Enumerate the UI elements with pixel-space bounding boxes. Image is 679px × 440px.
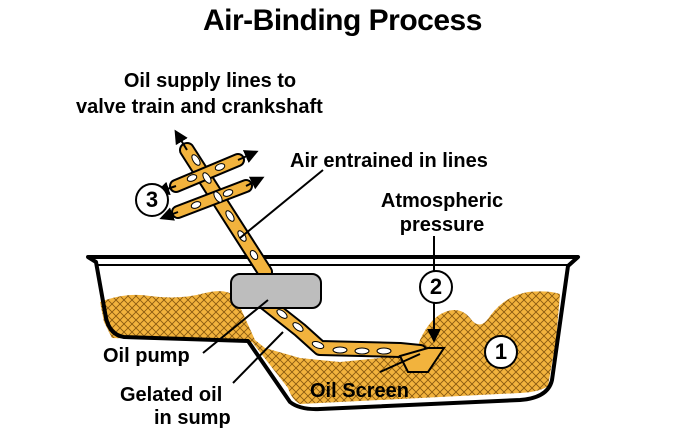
callout-3: 3	[135, 183, 169, 217]
diagram-title: Air-Binding Process	[203, 4, 482, 37]
pressure-label: pressure	[399, 214, 485, 236]
oil-screen	[398, 347, 446, 373]
sump-outline	[86, 255, 580, 412]
oil-screen-label: Oil Screen	[310, 380, 409, 402]
leader-lines	[202, 169, 421, 384]
supply-lines-label-1: Oil supply lines to	[123, 70, 297, 92]
air-entrained-label: Air entrained in lines	[290, 150, 488, 172]
sump-label: in sump	[154, 407, 231, 429]
callout-2: 2	[419, 270, 453, 304]
gelated-oil-label: Gelated oil	[120, 384, 223, 406]
oil-pump-label: Oil pump	[103, 345, 190, 367]
supply-lines-label-2: valve train and crankshaft	[76, 96, 323, 118]
atmospheric-label: Atmospheric	[380, 190, 504, 212]
gelated-oil	[100, 291, 560, 404]
oil-pump	[230, 273, 322, 309]
callout-1: 1	[484, 335, 518, 369]
air-bubbles-upper	[186, 154, 259, 261]
air-bubbles-lower	[276, 309, 392, 355]
